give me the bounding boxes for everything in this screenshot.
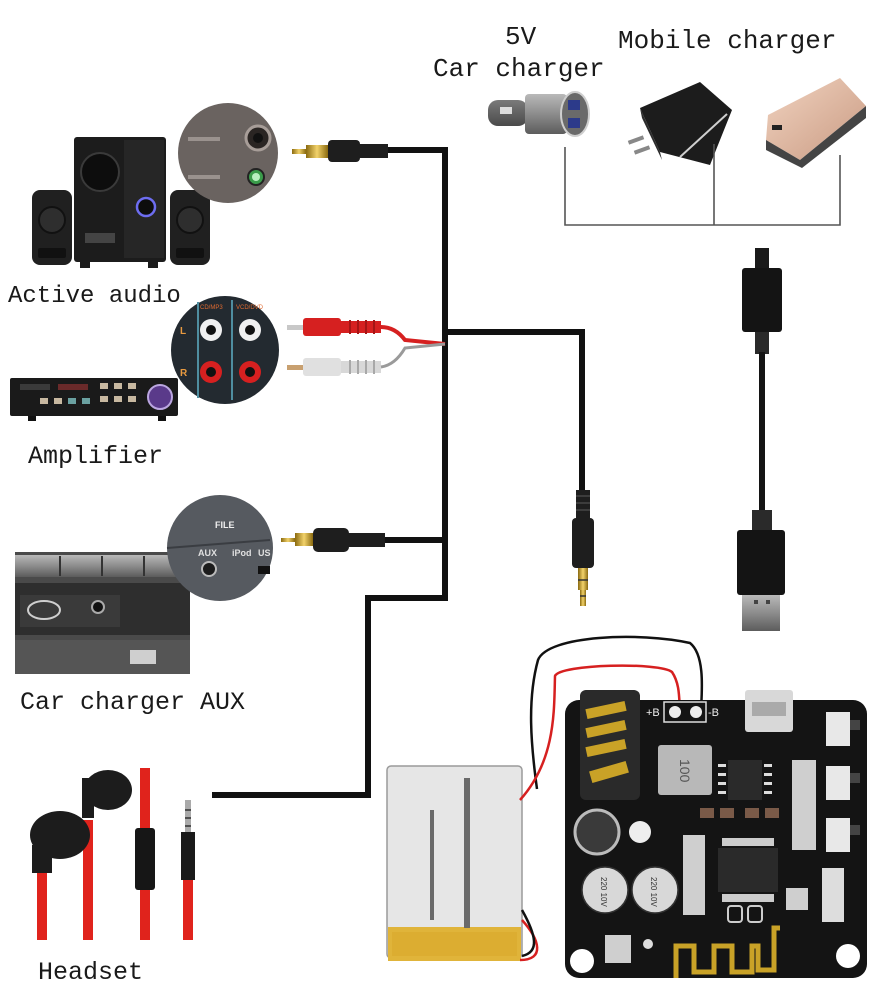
lipo-battery [386, 765, 523, 961]
wall-charger-device [627, 82, 732, 165]
rca-panel-closeup: L R CD/MP3 VCD/DVD [171, 296, 279, 404]
audio-jack-plug-top [292, 140, 388, 162]
active-audio-label: Active audio [8, 283, 181, 310]
usb-port-label: US [258, 548, 271, 558]
car-charger-aux-label: Car charger AUX [20, 688, 246, 717]
audio-jack-plug-aux [281, 528, 385, 552]
pad-plus-label: +B [646, 707, 660, 719]
amp-left-channel-label: L [180, 326, 186, 337]
car-stereo-aux-closeup: FILE AUX iPod US [166, 495, 273, 601]
file-label: FILE [215, 520, 235, 530]
ipod-port-label: iPod [232, 548, 252, 558]
rca-cable [287, 318, 446, 376]
amp-right-channel-label: R [180, 368, 188, 379]
active-audio-speakers [32, 137, 210, 268]
car-charger-voltage-label: 5V [505, 22, 537, 52]
power-bank-device [766, 78, 866, 168]
car-stereo-device [15, 552, 190, 674]
speaker-jack-closeup [178, 103, 278, 203]
mobile-charger-label: Mobile charger [618, 26, 837, 56]
aux-port-label: AUX [198, 548, 217, 558]
headset-device [30, 768, 195, 940]
amplifier-label: Amplifier [28, 442, 164, 471]
pad-minus-label: -B [708, 707, 719, 719]
battery-wires [519, 635, 704, 962]
car-charger-device [488, 91, 590, 137]
capacitor-right-label: 220 10V [649, 877, 658, 907]
headset-label: Headset [38, 958, 144, 987]
capacitor-left-label: 220 10V [599, 877, 608, 907]
micro-usb-to-usb-cable [737, 248, 785, 631]
audio-jack-plug-output [572, 490, 594, 606]
bluetooth-receiver-board: +B -B 100 220 10V 220 10V [565, 690, 867, 978]
car-charger-label: Car charger [433, 54, 605, 84]
main-audio-cable [212, 147, 585, 798]
power-source-connector-lines [564, 144, 841, 226]
amplifier-device [10, 378, 178, 421]
amp-cd-mp3-label: CD/MP3 [200, 305, 223, 311]
inductor-label: 100 [677, 759, 693, 783]
amp-vcd-dvd-label: VCD/DVD [236, 305, 264, 311]
